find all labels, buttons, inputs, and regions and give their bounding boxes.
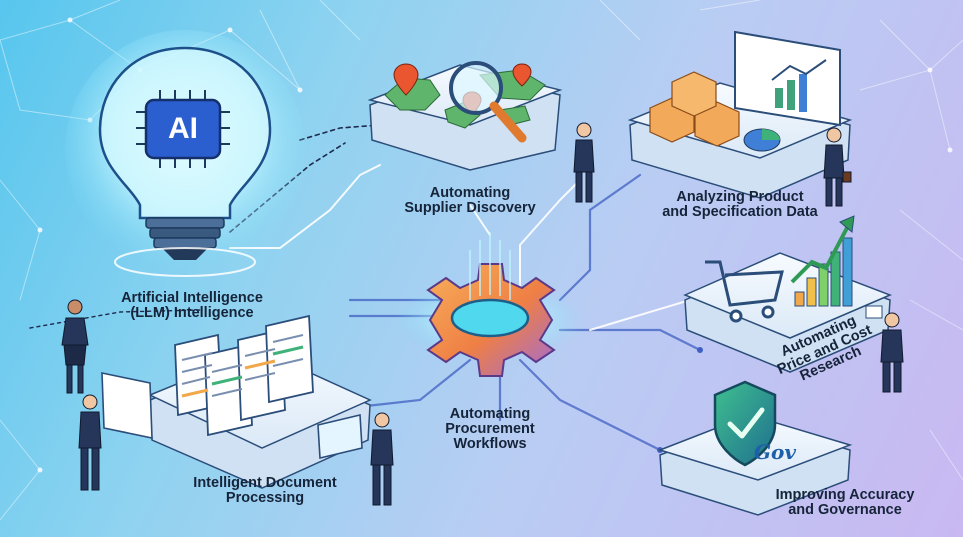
product-analysis-platform (627, 30, 853, 199)
person-icon (61, 122, 904, 506)
procurement-label-line-3: Workflows (453, 436, 527, 453)
procurement-label: Automating Procurement Workflows (430, 406, 550, 453)
person-document-right (370, 412, 394, 506)
supplier-label: Automating Supplier Discovery (380, 185, 560, 217)
gear-icon (395, 232, 585, 377)
product-label-line-1: Analyzing Product (676, 189, 804, 205)
document-label-line-2: Processing (225, 490, 305, 507)
chip-icon (136, 90, 230, 168)
person-price (865, 305, 904, 393)
document-text-lines (181, 334, 304, 397)
holo-screen-panel (317, 414, 363, 459)
supplier-label-line-2: Supplier Discovery (404, 200, 536, 217)
person-product (823, 127, 852, 207)
document-label: Intelligent Document Processing (170, 475, 360, 507)
governance-label-line-1: Improving Accuracy (775, 487, 915, 503)
shield-check-icon (713, 380, 777, 467)
gov-badge-text: Gov (754, 440, 796, 464)
pie-chart-icon (743, 128, 781, 152)
governance-label: Improving Accuracy and Governance (755, 487, 935, 519)
magnifier-icon (449, 61, 527, 143)
document-label-line-1: Intelligent Document (193, 475, 337, 491)
shopping-cart-icon (705, 260, 784, 323)
price-research-platform (683, 215, 892, 373)
supplier-label-line-1: Automating (429, 185, 511, 201)
product-label-line-2: and Specification Data (662, 204, 818, 221)
ai-label-line-1: Artificial Intelligence (121, 290, 263, 306)
document-platform (101, 314, 372, 489)
bar-chart-icon (734, 30, 841, 127)
ai-badge-text: AI (168, 112, 198, 145)
governance-label-line-2: and Governance (788, 502, 902, 519)
ai-label: Artificial Intelligence (LLM) Intelligen… (92, 290, 292, 322)
ai-label-line-2: (LLM) Intelligence (130, 305, 254, 322)
person-ai (61, 299, 89, 394)
package-box-icon (649, 71, 740, 147)
supplier-discovery-platform (367, 61, 563, 171)
procurement-label-line-2: Procurement (445, 421, 535, 438)
chart-screen-panel (101, 372, 153, 439)
person-supplier (573, 122, 595, 203)
procurement-label-line-1: Automating (449, 406, 531, 422)
person-document-left (78, 394, 102, 491)
governance-platform (657, 380, 853, 516)
product-label: Analyzing Product and Specification Data (640, 189, 840, 221)
growth-bars (790, 215, 855, 307)
